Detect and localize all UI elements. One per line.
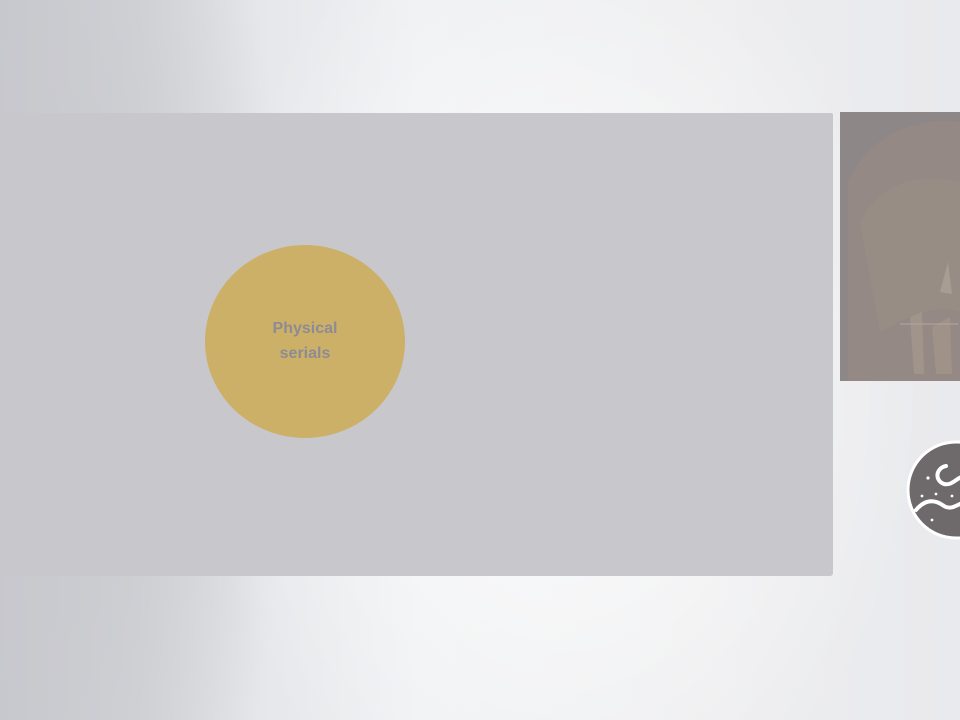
- network-map-icon: [906, 440, 960, 540]
- node-label-line-2: serials: [279, 344, 331, 362]
- photo-icon: [840, 112, 960, 381]
- node-label: Physical serials: [245, 316, 365, 366]
- network-map-badge[interactable]: [906, 440, 960, 540]
- diagram-panel: [0, 113, 833, 576]
- side-photo-thumbnail: [840, 112, 960, 381]
- physical-serials-node[interactable]: Physical serials: [205, 245, 405, 438]
- node-label-line-1: Physical: [272, 319, 338, 337]
